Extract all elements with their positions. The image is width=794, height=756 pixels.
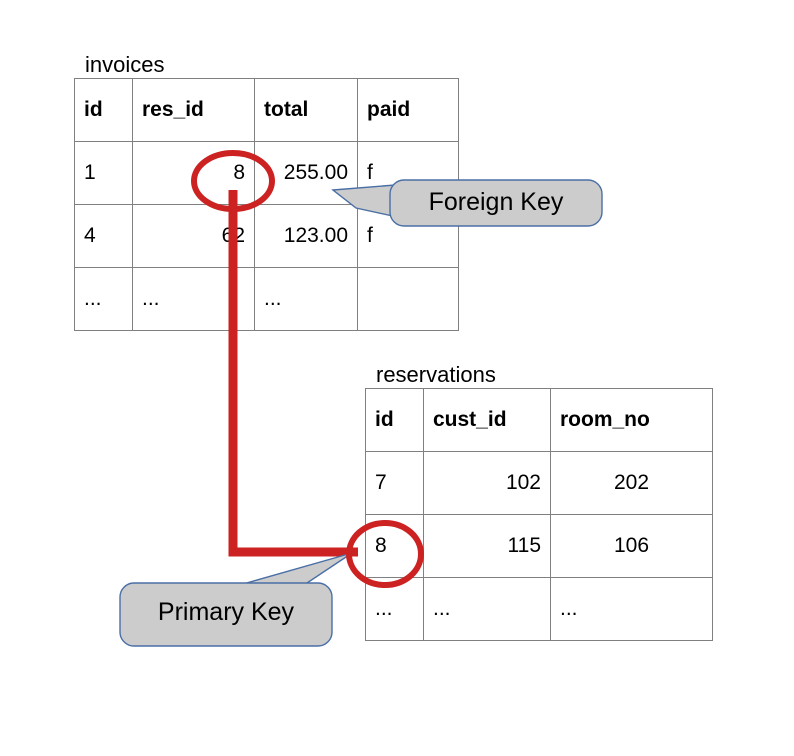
reservations-col-room-no: room_no: [550, 388, 713, 452]
reservations-col-id: id: [365, 388, 424, 452]
table-row: 8 115 106: [365, 514, 713, 578]
reservations-cell-id-2: 8: [365, 514, 424, 578]
reservations-cell-cust-id-3: ...: [423, 577, 551, 641]
primary-key-callout-tail: [240, 552, 353, 598]
invoices-col-res-id: res_id: [132, 78, 255, 142]
primary-key-callout-label: Primary Key: [157, 598, 295, 626]
invoices-col-total: total: [254, 78, 358, 142]
reservations-cell-cust-id-1: 102: [423, 451, 551, 515]
invoices-cell-res-id-3: ...: [132, 267, 255, 331]
invoices-cell-total-2: 123.00: [254, 204, 358, 268]
reservations-cell-id-3: ...: [365, 577, 424, 641]
table-row: 7 102 202: [365, 451, 713, 515]
reservations-cell-room-no-1: 202: [550, 451, 713, 515]
reservations-cell-room-no-3: ...: [550, 577, 713, 641]
invoices-cell-res-id-1: 8: [132, 141, 255, 205]
invoices-cell-paid-3: [357, 267, 459, 331]
invoices-cell-res-id-2: 62: [132, 204, 255, 268]
table-row: ... ... ...: [74, 267, 459, 331]
table-row: ... ... ...: [365, 577, 713, 641]
invoices-header-row: id res_id total paid: [74, 78, 459, 142]
reservations-cell-cust-id-2: 115: [423, 514, 551, 578]
reservations-cell-id-1: 7: [365, 451, 424, 515]
foreign-key-callout-label: Foreign Key: [428, 188, 564, 216]
invoices-col-paid: paid: [357, 78, 459, 142]
invoices-cell-id-3: ...: [74, 267, 133, 331]
reservations-cell-room-no-2: 106: [550, 514, 713, 578]
invoices-col-id: id: [74, 78, 133, 142]
reservations-caption: reservations: [376, 362, 496, 387]
reservations-header-row: id cust_id room_no: [365, 388, 713, 452]
invoices-cell-id-1: 1: [74, 141, 133, 205]
invoices-cell-total-3: ...: [254, 267, 358, 331]
invoices-cell-id-2: 4: [74, 204, 133, 268]
reservations-table-block: reservations id cust_id room_no 7 102 20…: [365, 362, 713, 641]
reservations-col-cust-id: cust_id: [423, 388, 551, 452]
invoices-caption: invoices: [85, 52, 165, 77]
reservations-table: id cust_id room_no 7 102 202 8 115 106 .…: [365, 388, 713, 641]
invoices-cell-total-1: 255.00: [254, 141, 358, 205]
